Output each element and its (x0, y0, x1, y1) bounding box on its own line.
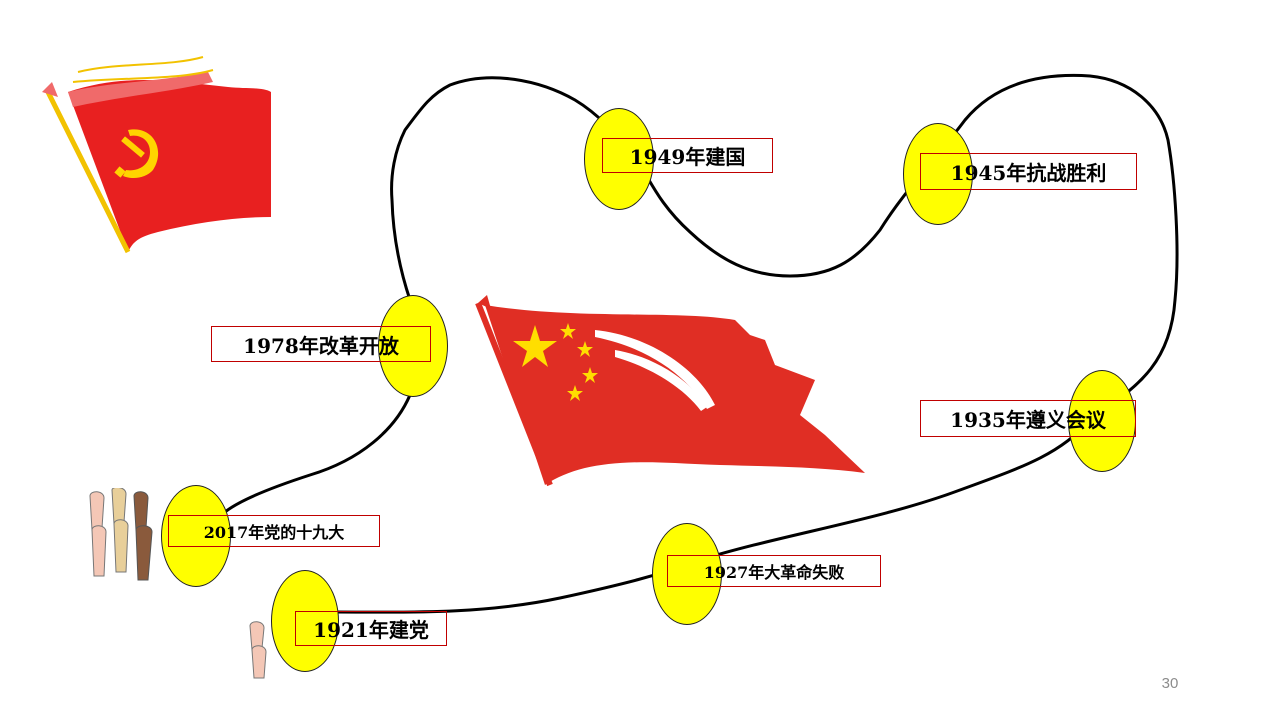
timeline-node-2017 (161, 485, 231, 587)
timeline-node-1927 (652, 523, 722, 625)
timeline-node-1921 (271, 570, 339, 672)
national-flag-icon (475, 295, 865, 487)
timeline-node-1945 (903, 123, 973, 225)
event-label-1935: 1935年遵义会议 (920, 400, 1136, 437)
person-icon (249, 621, 267, 679)
event-label-1927: 1927年大革命失败 (667, 555, 881, 587)
party-flag-icon (42, 56, 271, 254)
people-group-icon (89, 488, 153, 581)
event-label-1945: 1945年抗战胜利 (920, 153, 1137, 190)
timeline-node-1978 (378, 295, 448, 397)
timeline-node-1949 (584, 108, 654, 210)
event-label-1978: 1978年改革开放 (211, 326, 431, 362)
event-label-1921: 1921年建党 (295, 611, 447, 646)
event-label-1949: 1949年建国 (602, 138, 773, 173)
page-number: 30 (1161, 675, 1179, 692)
event-label-2017: 2017年党的十九大 (168, 515, 380, 547)
